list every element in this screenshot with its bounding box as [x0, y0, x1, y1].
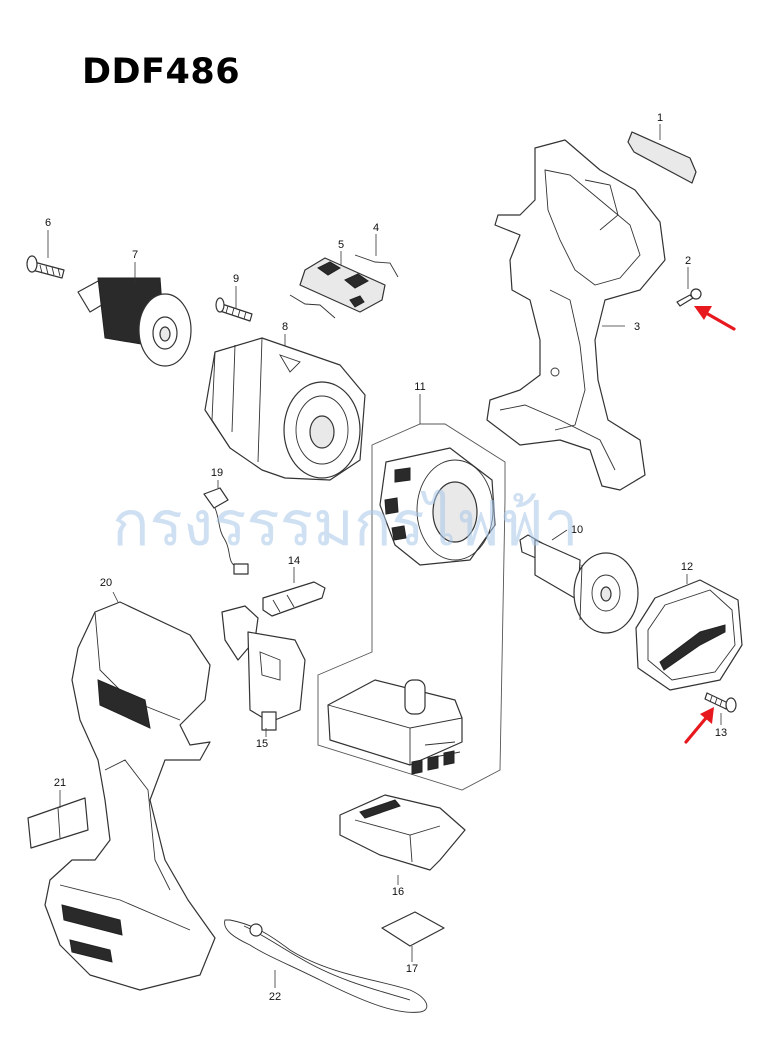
part-16-terminal [339, 794, 466, 871]
highlight-arrow-part-13 [684, 707, 714, 744]
part-13-screw [704, 692, 737, 713]
part-22-strap [224, 919, 428, 1013]
part-9-screw [215, 297, 253, 322]
part-10-rotor [519, 534, 639, 634]
watermark-text: กรงรรรมกรไฟฟ้า [112, 487, 579, 560]
part-6-bolt [26, 255, 65, 279]
label-part-7: 7 [132, 249, 138, 261]
label-part-16: 16 [392, 886, 404, 898]
label-part-6: 6 [45, 217, 51, 229]
label-part-3: 3 [634, 321, 640, 333]
label-part-17: 17 [406, 963, 418, 975]
part-5-lever [299, 257, 386, 313]
label-part-1: 1 [657, 112, 663, 124]
part-8-gear-assembly [204, 337, 366, 481]
label-part-12: 12 [681, 561, 693, 573]
label-part-14: 14 [288, 555, 300, 567]
part-11-controller [327, 679, 463, 775]
part-17-label [381, 911, 445, 947]
label-part-11: 11 [414, 381, 425, 393]
label-part-2: 2 [685, 255, 691, 267]
part-20-housing-left [44, 601, 216, 991]
part-11-group [317, 423, 506, 791]
label-part-15: 15 [256, 738, 268, 750]
label-part-9: 9 [233, 273, 239, 285]
label-part-20: 20 [100, 577, 112, 589]
label-part-21: 21 [54, 777, 66, 789]
label-part-8: 8 [282, 321, 288, 333]
part-7-chuck [77, 277, 192, 367]
label-part-4: 4 [373, 222, 379, 234]
part-11-stator [379, 447, 496, 566]
label-part-13: 13 [715, 727, 727, 739]
part-15-switch [221, 605, 306, 731]
label-part-19: 19 [211, 467, 223, 479]
part-2-screw [676, 288, 702, 307]
label-part-22: 22 [269, 991, 281, 1003]
highlight-arrow-part-2 [694, 306, 736, 331]
label-part-5: 5 [338, 239, 344, 251]
part-12-rear-cover [635, 579, 743, 691]
part-1-label-plate [627, 131, 697, 184]
part-3-housing-right [486, 139, 666, 491]
part-4-spring [289, 254, 399, 319]
part-number-labels: 1 2 3 4 5 6 7 8 9 10 11 12 13 14 15 16 1… [45, 112, 727, 1003]
leader-lines [47, 124, 722, 988]
diagram-title: DDF486 [82, 52, 241, 92]
part-14-insert [262, 581, 326, 617]
part-21-label [27, 797, 89, 849]
part-19-connector [203, 487, 249, 575]
label-part-10: 10 [571, 524, 583, 536]
